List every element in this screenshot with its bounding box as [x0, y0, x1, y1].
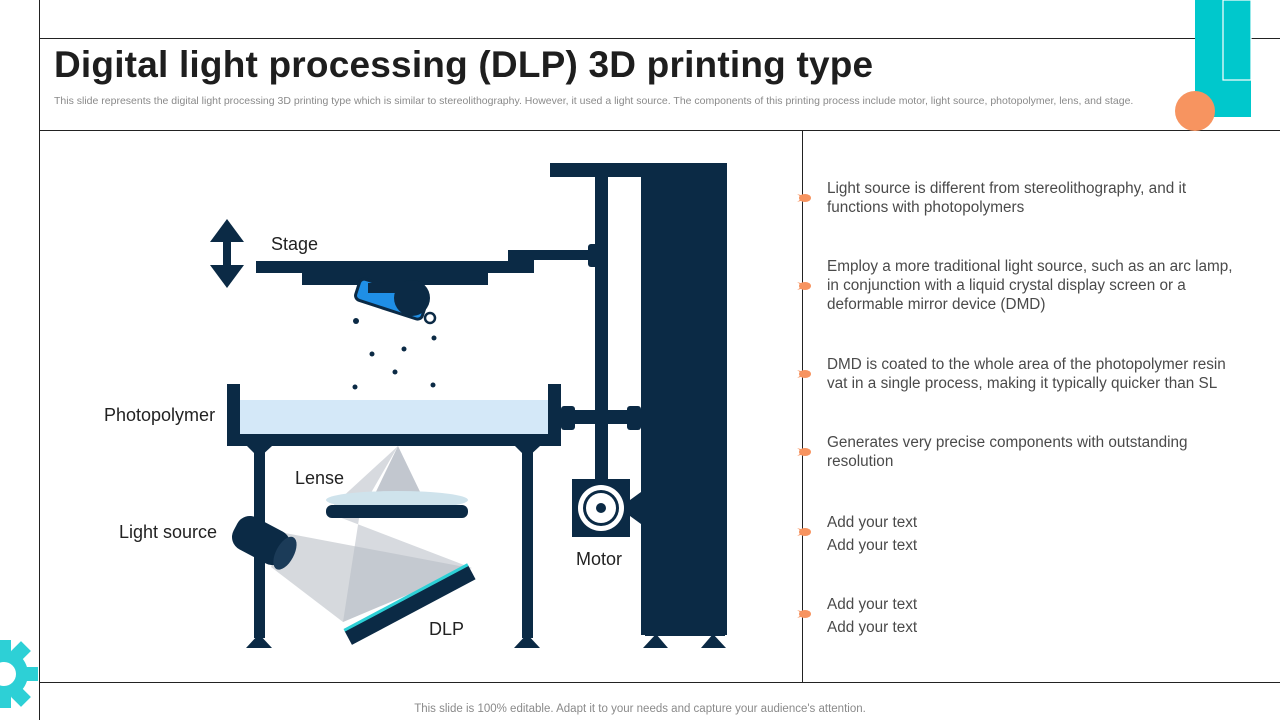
bullet-marker-icon — [797, 528, 811, 536]
bullet-line: vat in a single process, making it typic… — [827, 375, 1218, 392]
bullet-marker-icon — [797, 194, 811, 202]
bullet-line: DMD is coated to the whole area of the p… — [827, 356, 1226, 373]
bullet-line[interactable]: Add your text — [827, 537, 918, 554]
bullet-marker-icon — [797, 282, 811, 290]
bullet-line[interactable]: Add your text — [827, 596, 918, 613]
bullet-point-5[interactable]: Add your text Add your text — [827, 511, 1257, 557]
gear-icon — [0, 628, 42, 720]
content-divider — [802, 130, 803, 682]
bullet-line: Light source is different from stereolit… — [827, 180, 1187, 197]
title-top-rule — [39, 38, 1280, 39]
label-light-source: Light source — [119, 522, 218, 542]
stage-plate — [256, 261, 534, 273]
page-subtitle: This slide represents the digital light … — [54, 95, 1134, 107]
bullet-point-4: Generates very precise components with o… — [827, 433, 1257, 471]
bullet-line: deformable mirror device (DMD) — [827, 296, 1046, 313]
stage-arrow-icon — [210, 219, 244, 288]
dlp-chip — [344, 565, 476, 645]
bullet-line: Generates very precise components with o… — [827, 434, 1188, 451]
label-motor: Motor — [576, 549, 623, 569]
lens — [326, 491, 468, 509]
resin-vat — [240, 400, 550, 434]
bullet-line: resolution — [827, 453, 894, 470]
label-lense: Lense — [295, 468, 345, 488]
bullet-point-3: DMD is coated to the whole area of the p… — [827, 355, 1257, 393]
bullet-point-1: Light source is different from stereolit… — [827, 179, 1257, 217]
bullet-line: functions with photopolymers — [827, 199, 1025, 216]
bullet-marker-icon — [797, 370, 811, 378]
bullet-point-6[interactable]: Add your text Add your text — [827, 593, 1257, 639]
bullet-point-2: Employ a more traditional light source, … — [827, 257, 1257, 314]
label-dlp: DLP — [429, 619, 465, 639]
bullet-line: Employ a more traditional light source, … — [827, 258, 1233, 275]
dlp-printer-diagram — [210, 163, 727, 648]
bullet-marker-icon — [797, 448, 811, 456]
page-title: Digital light processing (DLP) 3D printi… — [54, 44, 874, 85]
label-photopolymer: Photopolymer — [104, 405, 216, 425]
footer-note: This slide is 100% editable. Adapt it to… — [414, 703, 866, 715]
bullet-marker-icon — [797, 610, 811, 618]
left-border-line — [39, 0, 40, 720]
bullet-line: in conjunction with a liquid crystal dis… — [827, 277, 1186, 294]
label-stage: Stage — [271, 234, 319, 254]
title-bottom-rule — [39, 130, 1280, 131]
bullet-line[interactable]: Add your text — [827, 514, 918, 531]
footer-top-rule — [39, 682, 1280, 683]
corner-decoration — [1170, 0, 1280, 135]
bullet-line[interactable]: Add your text — [827, 619, 918, 636]
printer-tower — [641, 163, 727, 635]
